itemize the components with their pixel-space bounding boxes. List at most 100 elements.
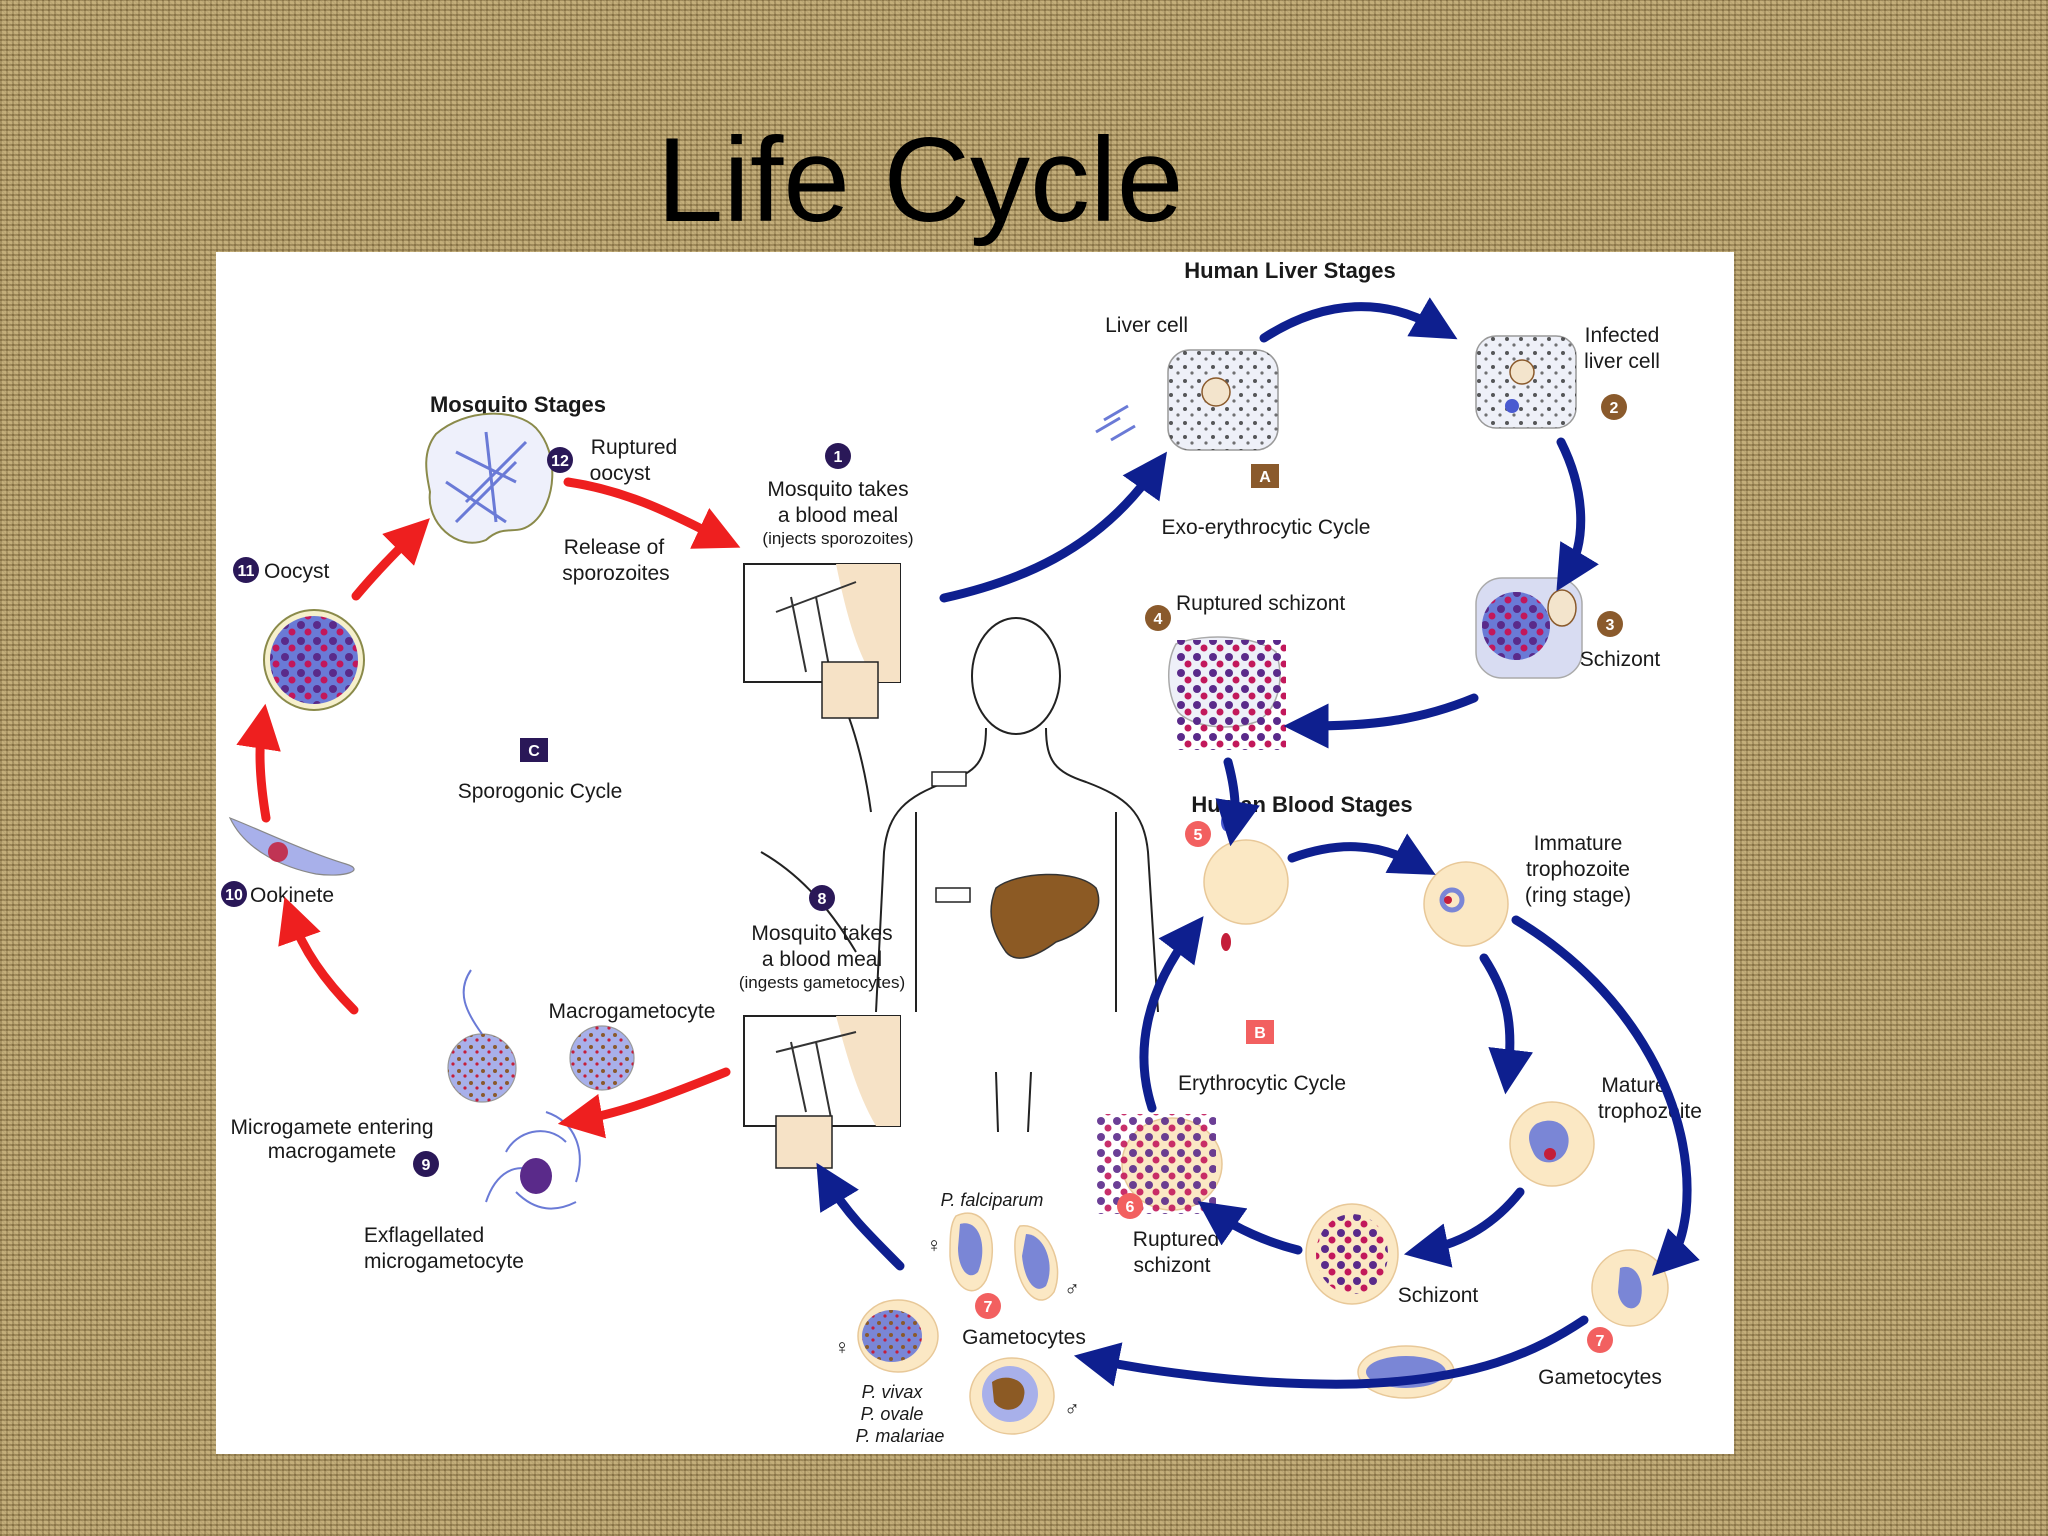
badge-2 — [1601, 394, 1627, 420]
slide-title: Life Cycle — [656, 113, 1184, 247]
stage-8-mosquito-bite: 8 Mosquito takes a blood meal (ingests g… — [739, 885, 905, 1169]
liver-stages-heading: Human Liver Stages — [1184, 258, 1396, 283]
cycle-c-label: C Sporogonic Cycle — [458, 738, 622, 803]
infected-liver-cell-nucleus — [1509, 359, 1535, 385]
exflag-text-2: microgametocyte — [364, 1250, 524, 1273]
liver-ruptured-schizont: 4 Ruptured schizont — [1145, 592, 1345, 750]
life-cycle-diagram-panel: Human Liver Stages Human Blood Stages Mo… — [216, 252, 1734, 1454]
ruptured-oocyst-text-1: Ruptured — [591, 436, 677, 459]
mosquito-cycle-arrows — [236, 477, 741, 1139]
ruptured-schizont-blood-text-1: Ruptured — [1133, 1228, 1219, 1251]
arrow-gametes-to-ookinete — [278, 896, 359, 1015]
arrow-schizont-to-ruptured — [1283, 693, 1479, 749]
immature-trophozoite-cell — [1423, 861, 1509, 947]
mature-trophozoite-text-2: trophozoite — [1598, 1100, 1702, 1123]
liver-cell-nucleus — [1201, 377, 1231, 407]
stage-1-text-3: (injects sporozoites) — [762, 529, 913, 548]
microgamete-flagellum — [462, 969, 483, 1035]
cycle-b-label: B Erythrocytic Cycle — [1178, 1020, 1346, 1095]
infected-liver-cell-parasite — [1505, 399, 1519, 413]
merozoite-released — [1221, 933, 1231, 951]
male-symbol-1: ♂ — [1064, 1278, 1080, 1301]
badge-5 — [1185, 821, 1211, 847]
mature-trophozoite: Mature trophozoite — [1509, 1074, 1702, 1187]
arrow-rbc-to-immature — [1287, 833, 1436, 875]
infected-liver-cell: Infected liver cell 2 — [1475, 324, 1660, 429]
female-symbol-2: ♀ — [834, 1336, 850, 1359]
macrogametocyte-pigment — [570, 1026, 634, 1090]
gametocyte-upper — [1618, 1266, 1642, 1309]
arrow-oocyst-to-ruptured — [351, 518, 430, 601]
exflag-text-1: Exflagellated — [364, 1224, 484, 1247]
immature-trophozoite: Immature trophozoite (ring stage) — [1423, 832, 1631, 947]
ring-stage — [1439, 887, 1465, 913]
gametocytes-center-label: Gametocytes — [962, 1326, 1086, 1349]
stage-8-text-2: a blood meal — [762, 948, 882, 971]
arrow-liver-to-infected — [1259, 297, 1458, 343]
immature-trophozoite-text-1: Immature — [1534, 832, 1623, 855]
exflagellation-flagella — [485, 1111, 581, 1210]
mosquito-stages-heading: Mosquito Stages — [430, 392, 606, 417]
cycle-b-name: Erythrocytic Cycle — [1178, 1072, 1346, 1095]
arrow-1-to-liver — [939, 451, 1168, 603]
oocyst-sporozoites — [270, 616, 358, 704]
badge-11-number: 11 — [238, 563, 255, 580]
stage-8-inset — [775, 1115, 833, 1169]
species-p-malariae: P. malariae — [856, 1426, 945, 1446]
liver-organ — [990, 873, 1100, 959]
mature-trophozoite-chromatin — [1544, 1148, 1556, 1160]
liver-cell: Liver cell — [1095, 314, 1279, 451]
badge-7-blood-number: 7 — [1596, 1333, 1605, 1350]
liver-schizont-nucleus — [1547, 589, 1577, 627]
badge-10 — [221, 881, 247, 907]
arrow-immature-to-gametocyte — [1511, 915, 1700, 1276]
liver-schizont-label: Schizont — [1580, 648, 1661, 671]
skin-marker-lower — [935, 887, 971, 903]
badge-6 — [1117, 1193, 1143, 1219]
species-p-ovale: P. ovale — [861, 1404, 924, 1424]
cycle-b-letter: B — [1254, 1025, 1266, 1042]
arrow-schizont-to-ruptured-blood — [1197, 1201, 1303, 1255]
merozoite-entering — [1221, 813, 1231, 831]
ruptured-oocyst-stage: 12 Ruptured oocyst Release of sporozoite… — [425, 412, 677, 585]
blood-schizont-merozoites — [1316, 1214, 1388, 1294]
badge-1-number: 1 — [834, 449, 843, 466]
stage-1-inset — [821, 661, 879, 719]
cycle-b-badge — [1246, 1020, 1274, 1044]
liver-schizont: 3 Schizont — [1475, 577, 1661, 679]
gametocytes-in-mosquito: Macrogametocyte Microgamete entering mac… — [230, 969, 716, 1273]
sporozoites — [1095, 404, 1136, 442]
mature-trophozoite-parasite — [1529, 1120, 1569, 1163]
female-symbol-1: ♀ — [926, 1234, 942, 1257]
exflagellated-body — [520, 1158, 552, 1194]
badge-12-number: 12 — [551, 453, 569, 470]
badge-9 — [413, 1151, 439, 1177]
arrow-ruptured-to-rbc — [1215, 757, 1260, 847]
immature-trophozoite-text-2: trophozoite — [1526, 858, 1630, 881]
skin-marker-upper — [931, 771, 967, 787]
ring-chromatin — [1444, 896, 1452, 904]
rbc-5-cell — [1203, 839, 1289, 925]
ruptured-oocyst-text-2: oocyst — [590, 462, 651, 485]
cycle-c-letter: C — [528, 743, 540, 760]
cycle-a-badge — [1251, 464, 1279, 488]
cycle-a-name: Exo-erythrocytic Cycle — [1162, 516, 1371, 539]
ruptured-schizont-blood-merozoites — [1096, 1114, 1216, 1214]
species-gametocytes: P. falciparum ♀ ♂ 7 Gametocytes ♀ ♂ P. v… — [834, 1190, 1086, 1446]
badge-8-number: 8 — [818, 891, 827, 908]
ookinete-label: Ookinete — [250, 884, 334, 907]
badge-5-number: 5 — [1194, 827, 1203, 844]
cycle-c-badge — [520, 738, 548, 762]
badge-7-blood — [1587, 1327, 1613, 1353]
macrogametocyte-label: Macrogametocyte — [549, 1000, 716, 1023]
stage-1-mosquito-bite: 1 Mosquito takes a blood meal (injects s… — [743, 443, 914, 719]
stage-1-skin — [836, 564, 900, 682]
cycle-a-letter: A — [1259, 469, 1271, 486]
badge-2-number: 2 — [1610, 400, 1619, 417]
infected-liver-cell-text-2: liver cell — [1584, 350, 1660, 373]
life-cycle-diagram: Human Liver Stages Human Blood Stages Mo… — [221, 258, 1702, 1446]
badge-9-number: 9 — [422, 1157, 431, 1174]
ruptured-schizont-liver-merozoites — [1176, 640, 1286, 750]
liver-cell-label: Liver cell — [1105, 314, 1188, 337]
infected-liver-cell-text-1: Infected — [1585, 324, 1660, 347]
